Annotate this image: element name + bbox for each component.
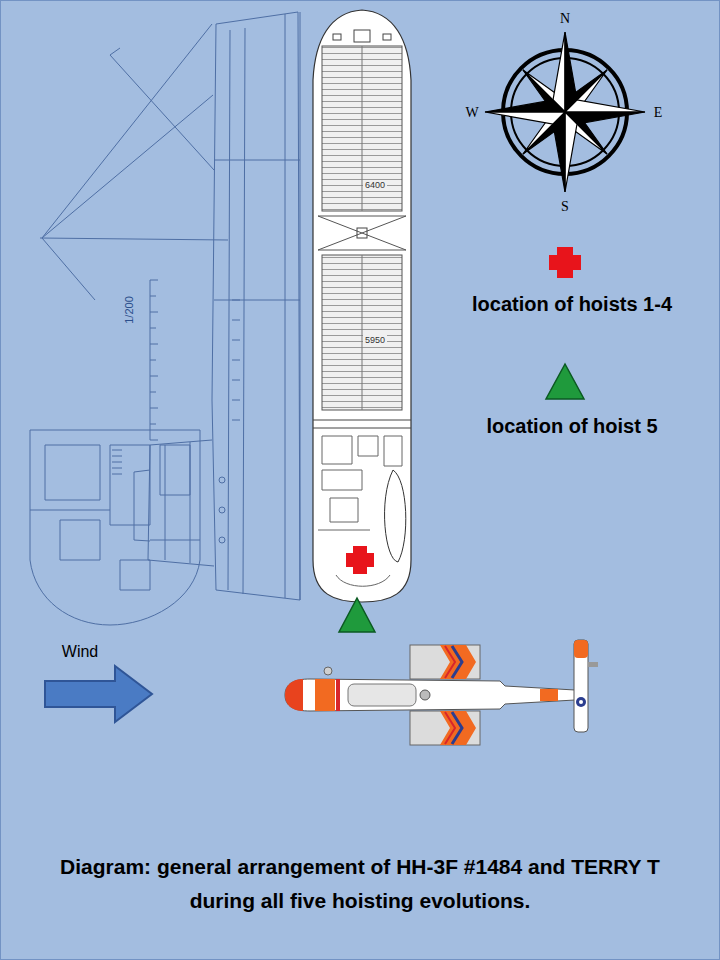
fuselage-band	[315, 679, 335, 711]
hull-line	[228, 14, 285, 598]
superstructure-front	[313, 420, 411, 428]
wind-arrow	[45, 666, 152, 722]
superstructure-profile	[134, 440, 214, 566]
fuselage	[285, 679, 575, 711]
sponson-band	[440, 645, 476, 679]
scale-note: 1/200	[123, 294, 136, 326]
sponson	[410, 711, 480, 745]
ship-blueprint	[30, 12, 300, 625]
sponson	[410, 645, 480, 679]
deck-line	[300, 12, 301, 600]
tail-fin	[574, 640, 588, 732]
caption-box: Diagram: general arrangement of HH-3F #1…	[60, 850, 660, 917]
compass-point	[565, 112, 577, 192]
porthole	[219, 507, 225, 513]
legend-cross	[549, 247, 581, 278]
deckhouse-rooms	[30, 445, 200, 590]
bow-fitting	[354, 30, 370, 42]
dimension: 5950	[363, 335, 387, 346]
tail-tip	[574, 640, 588, 658]
bow-fitting	[383, 34, 391, 40]
dimension-box: 5950	[363, 329, 387, 347]
antenna	[324, 667, 332, 675]
compass-point	[553, 112, 565, 192]
cross-bar	[353, 546, 367, 574]
bow-fitting	[333, 34, 341, 40]
wind-label: Wind	[62, 642, 98, 661]
ship-plan	[313, 10, 411, 632]
caption: Diagram: general arrangement of HH-3F #1…	[60, 850, 660, 917]
hatch-cover	[322, 46, 402, 211]
compass-point	[553, 32, 565, 112]
nose-cap	[285, 679, 303, 711]
insignia	[576, 697, 586, 707]
hull-outline	[313, 10, 411, 602]
stairs	[112, 450, 122, 474]
compass-west-box: W	[465, 103, 478, 122]
cross-bar	[557, 247, 573, 278]
porthole	[219, 537, 225, 543]
compass-point	[485, 112, 565, 124]
mast-rigging	[40, 24, 300, 300]
legend-entry: location of hoist 5	[486, 415, 657, 438]
compass-west: W	[465, 105, 478, 122]
compass-point	[565, 32, 577, 112]
deck-cross	[318, 216, 406, 250]
hoist-location-cross	[346, 546, 374, 574]
insignia	[579, 700, 583, 704]
legend-text: location of hoist 5	[486, 415, 657, 438]
tail-band	[540, 689, 558, 701]
deckhouse-plan	[30, 430, 200, 625]
compass-south: S	[561, 199, 569, 216]
legend-triangle	[546, 364, 584, 399]
porthole	[219, 477, 225, 483]
hull-profile	[212, 12, 300, 600]
compass-south-box: S	[561, 197, 569, 216]
sponson-band	[440, 711, 476, 745]
compass-east: E	[654, 105, 663, 122]
compass-point	[565, 100, 645, 112]
dimension-box: 6400	[363, 174, 387, 192]
scale-note-box: 1/200	[119, 294, 137, 326]
tail-rotor	[588, 662, 598, 667]
compass-north-box: N	[560, 9, 570, 28]
rotor-hub	[420, 690, 430, 700]
ladder	[232, 300, 240, 420]
compass-rose	[485, 32, 645, 192]
legend-entry: location of hoists 1-4	[472, 293, 672, 316]
hatch-cover	[322, 255, 402, 410]
lifeboat	[385, 470, 406, 562]
mast-base	[357, 228, 367, 238]
helicopter	[285, 640, 598, 745]
compass-point	[485, 100, 565, 112]
engine-cowling	[348, 684, 416, 706]
legend-text: location of hoists 1-4	[472, 293, 672, 316]
wind-label-box: Wind	[62, 642, 98, 661]
dimension: 6400	[363, 180, 387, 191]
fuselage-stripe	[336, 679, 340, 711]
hatch-line	[362, 255, 363, 410]
compass-point	[565, 112, 645, 124]
scale-ruler	[150, 280, 158, 440]
compass-east-box: E	[654, 103, 663, 122]
compass-north: N	[560, 11, 570, 28]
hoist-location-triangle	[339, 598, 375, 632]
stern-line	[336, 575, 390, 586]
